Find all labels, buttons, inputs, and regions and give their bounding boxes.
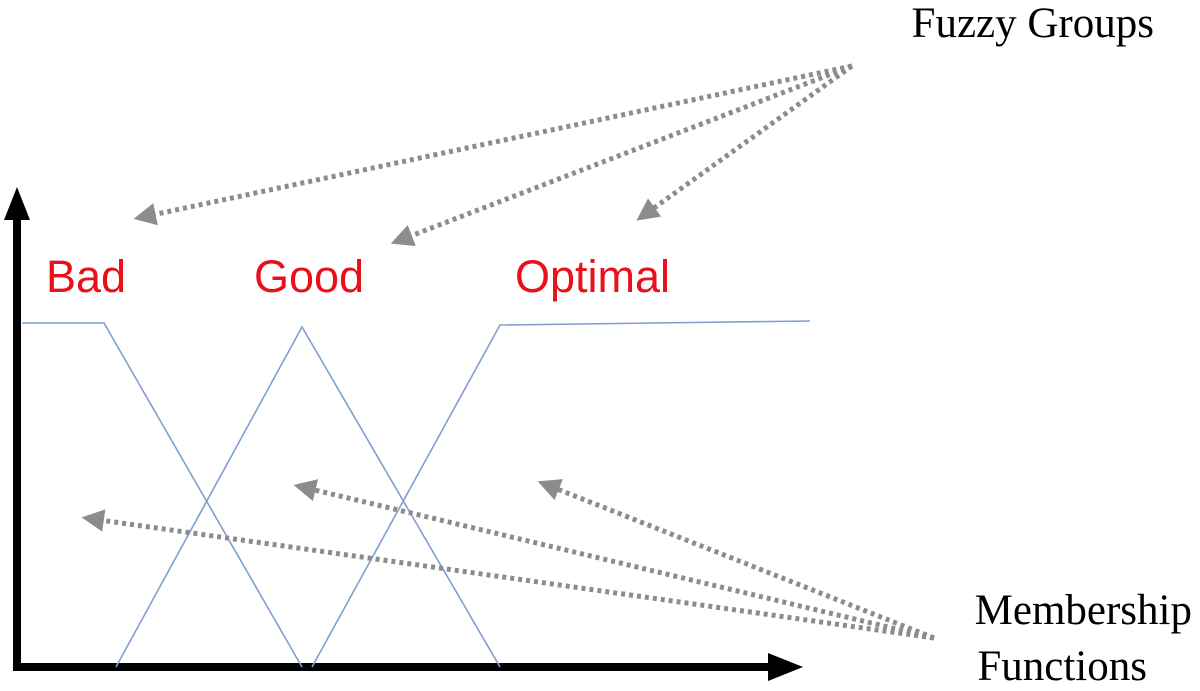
membership-functions xyxy=(22,320,811,668)
membership-curve-bad xyxy=(22,322,303,668)
pointer-arrow-to-bad-curve xyxy=(81,509,935,641)
axes xyxy=(4,187,803,681)
group-label-bad: Bad xyxy=(46,251,126,302)
x-axis-arrowhead-icon xyxy=(768,653,803,681)
group-labels: Bad Good Optimal xyxy=(46,251,670,302)
pointer-arrow-to-good-curve xyxy=(293,479,935,641)
pointer-arrows xyxy=(81,63,935,641)
pointer-arrow-to-optimal-curve xyxy=(537,479,935,641)
annotation-fuzzy-groups: Fuzzy Groups xyxy=(912,0,1154,47)
annotation-functions: Functions xyxy=(977,643,1147,690)
membership-curve-optimal xyxy=(311,320,811,668)
pointer-arrow-to-optimal xyxy=(636,63,854,221)
annotation-membership: Membership xyxy=(975,587,1192,634)
group-label-optimal: Optimal xyxy=(515,251,670,302)
group-label-good: Good xyxy=(254,251,364,302)
membership-curve-good xyxy=(115,325,501,668)
pointer-arrow-to-good xyxy=(390,63,853,247)
y-axis-arrowhead-icon xyxy=(4,187,30,220)
pointer-arrow-to-bad xyxy=(133,63,853,226)
